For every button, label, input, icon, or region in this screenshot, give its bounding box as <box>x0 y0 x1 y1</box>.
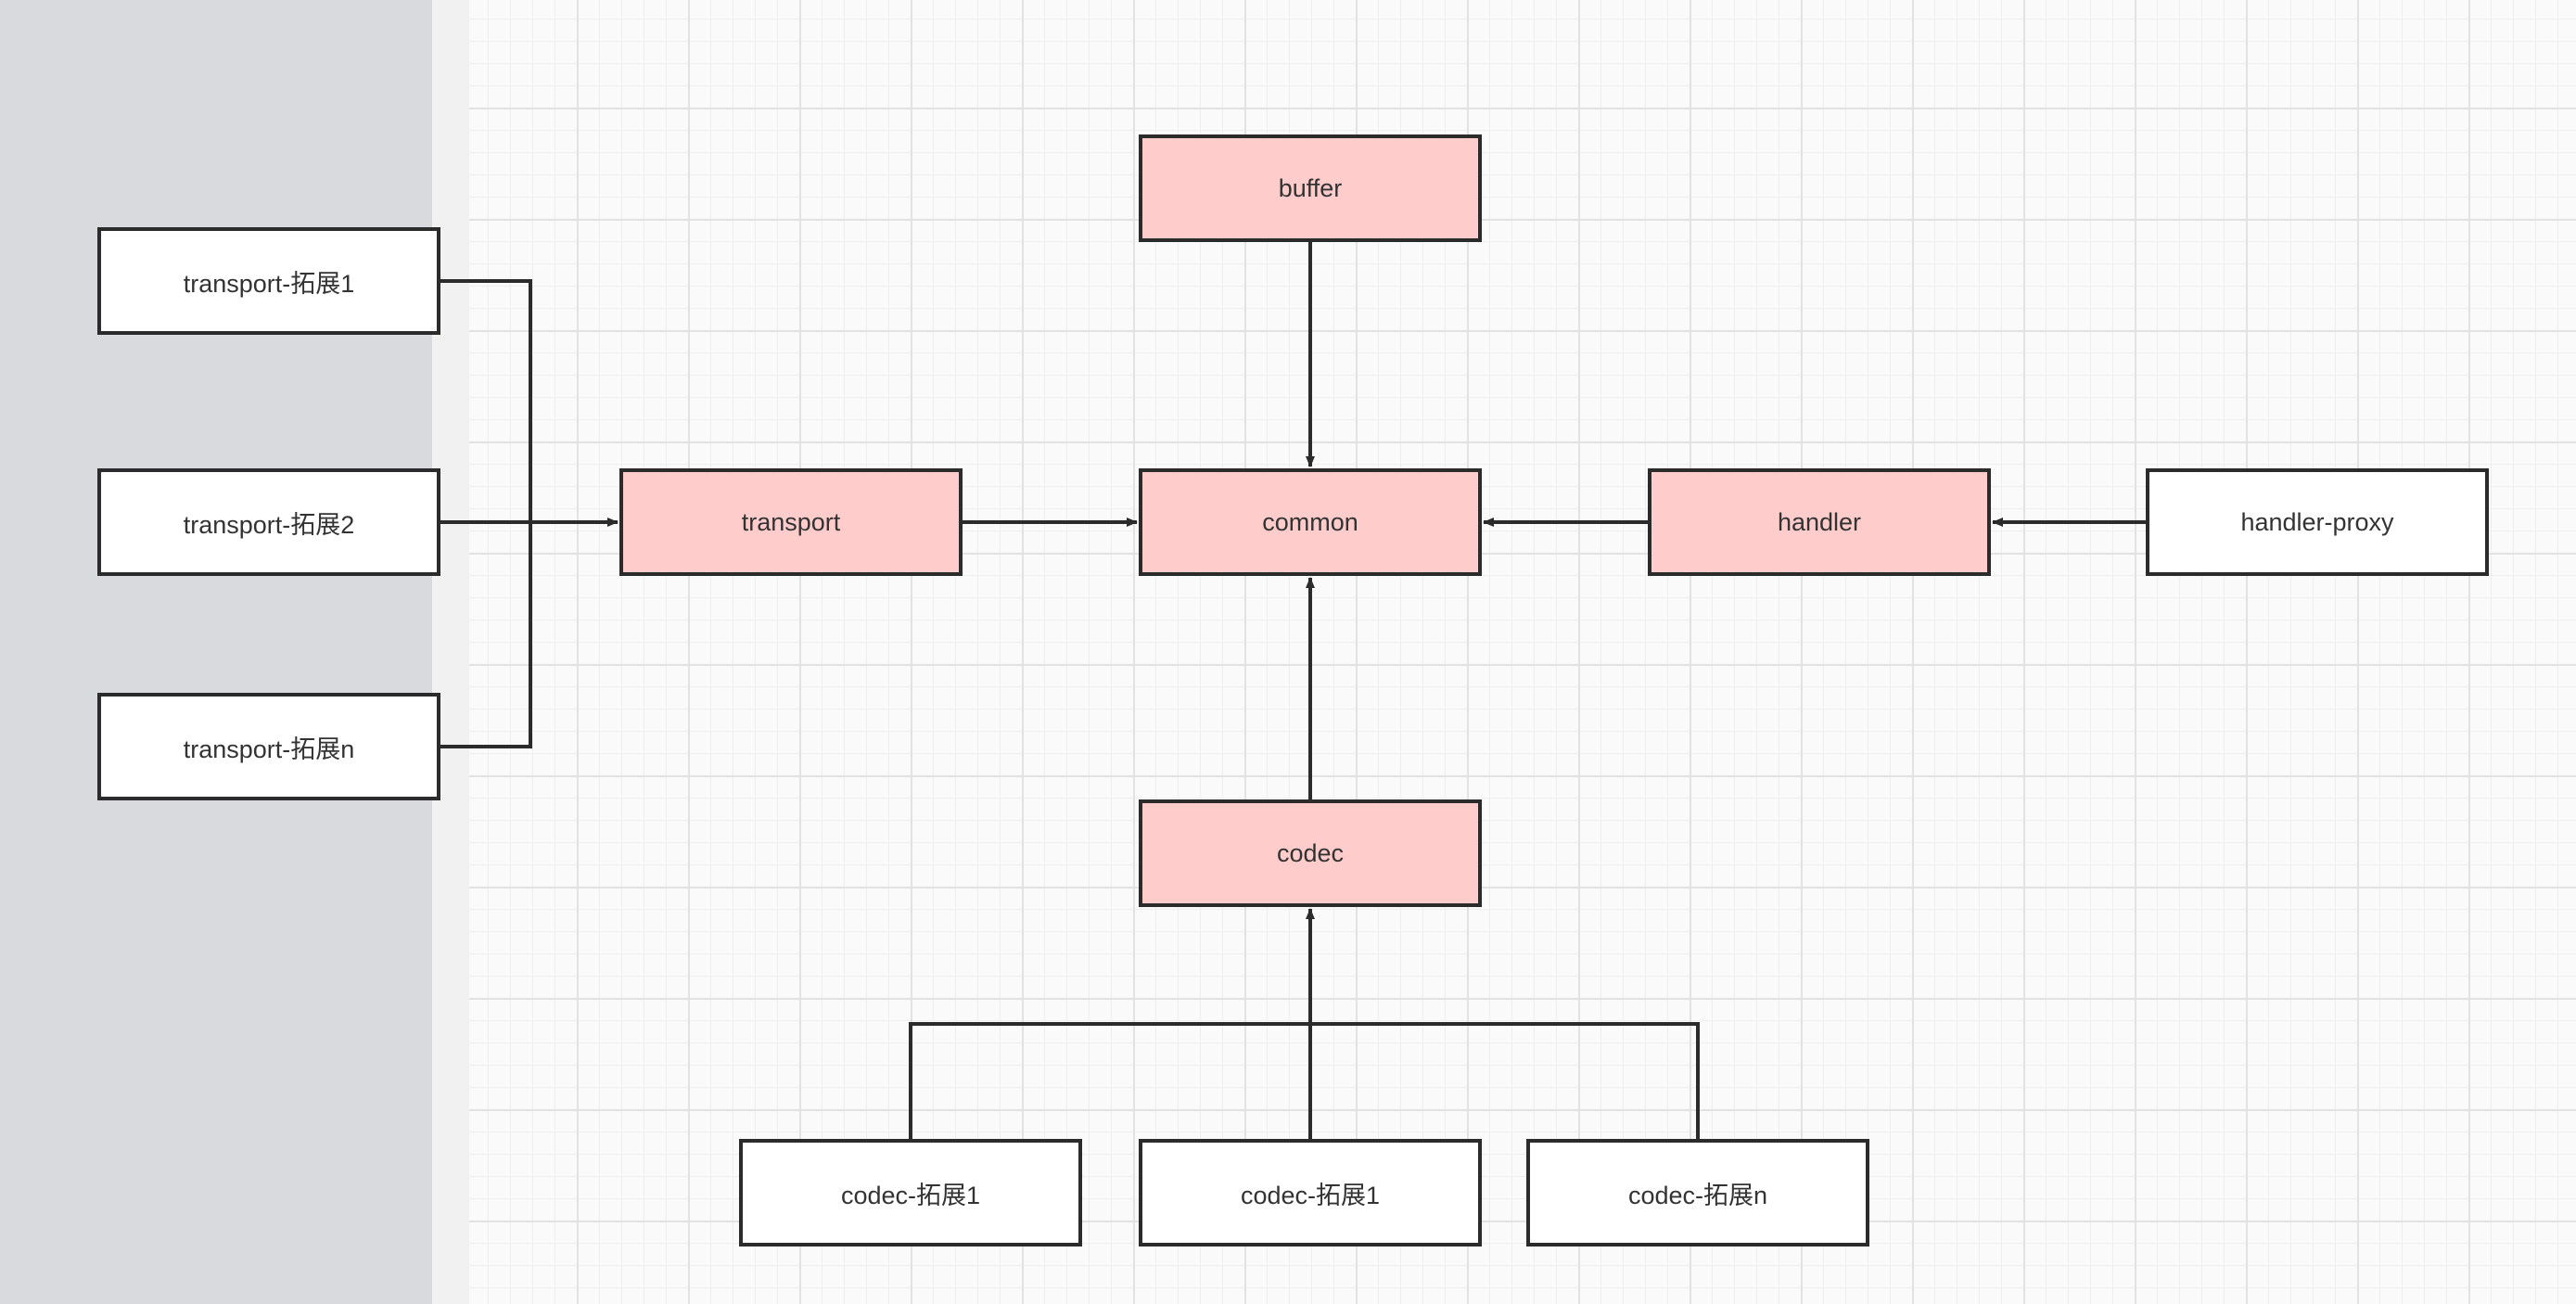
node-codec-ext-1a[interactable]: codec-拓展1 <box>739 1139 1082 1246</box>
left-panel <box>0 0 432 1304</box>
node-transport-ext-2[interactable]: transport-拓展2 <box>97 468 440 576</box>
node-handler-proxy[interactable]: handler-proxy <box>2146 468 2489 576</box>
node-transport-ext-1[interactable]: transport-拓展1 <box>97 227 440 335</box>
node-transport-ext-n[interactable]: transport-拓展n <box>97 693 440 800</box>
node-handler[interactable]: handler <box>1648 468 1991 576</box>
left-panel-divider <box>432 0 469 1304</box>
node-common[interactable]: common <box>1139 468 1482 576</box>
node-codec-ext-1b[interactable]: codec-拓展1 <box>1139 1139 1482 1246</box>
grid-canvas[interactable] <box>469 0 2576 1304</box>
node-codec-ext-n[interactable]: codec-拓展n <box>1526 1139 1869 1246</box>
node-codec[interactable]: codec <box>1139 799 1482 907</box>
node-transport[interactable]: transport <box>619 468 963 576</box>
node-buffer[interactable]: buffer <box>1139 134 1482 242</box>
